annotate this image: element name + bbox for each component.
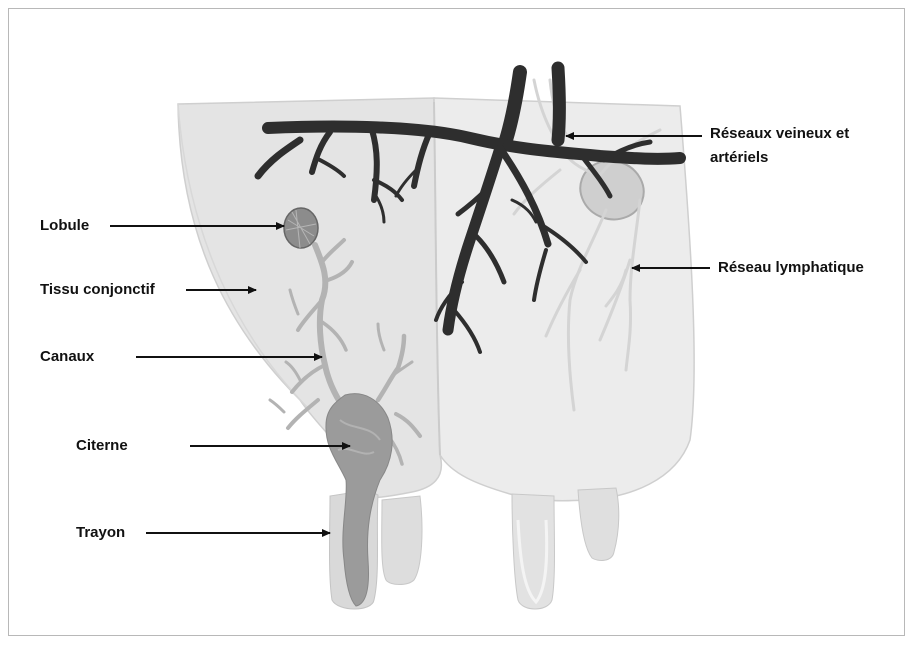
label-citerne: Citerne: [76, 436, 128, 456]
label-tissu-conjonctif: Tissu conjonctif: [40, 280, 155, 300]
label-reseaux-line2: artériels: [710, 148, 768, 168]
lobule-shape: [284, 208, 318, 248]
label-reseaux-line1: Réseaux veineux et: [710, 124, 849, 144]
label-canaux: Canaux: [40, 347, 94, 367]
label-reseau-lymphatique: Réseau lymphatique: [718, 258, 864, 278]
label-lobule: Lobule: [40, 216, 89, 236]
label-trayon: Trayon: [76, 523, 125, 543]
teats: [330, 488, 619, 609]
